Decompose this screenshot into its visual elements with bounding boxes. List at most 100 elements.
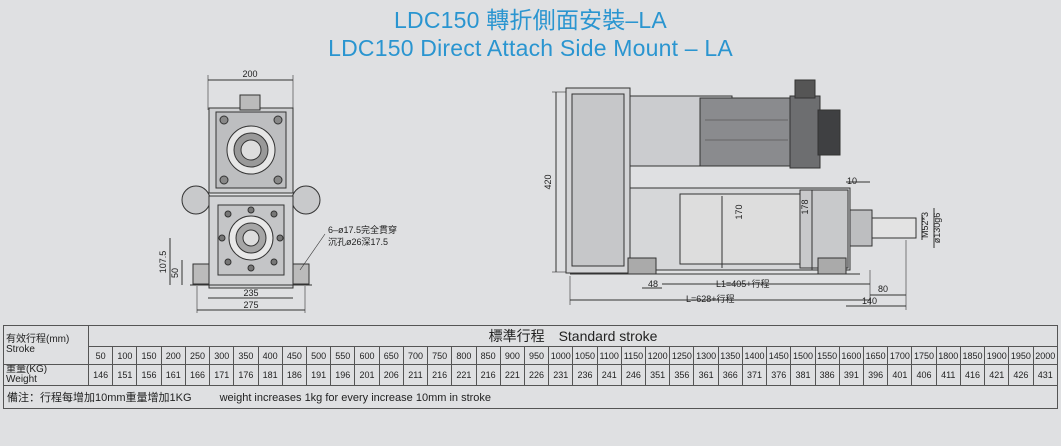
weight-cell: 381 [790,364,816,386]
weight-cell: 156 [136,364,162,386]
weight-cell: 216 [427,364,453,386]
weight-cell: 191 [305,364,332,386]
weight-cell: 196 [330,364,356,386]
dim-178: 178 [800,199,810,214]
stroke-cell: 1500 [790,346,816,365]
hole-note-1: 6–ø17.5完全貫穿 [328,224,397,235]
stroke-cell: 1000 [548,346,574,365]
dim-420: 420 [543,174,553,189]
stroke-cell: 550 [330,346,356,365]
weight-cell: 406 [911,364,937,386]
weight-cell: 151 [112,364,138,386]
weight-cell: 221 [451,364,477,386]
weight-cell: 241 [596,364,622,386]
stroke-cell: 1300 [693,346,719,365]
stroke-cell: 1050 [572,346,598,365]
stroke-cell: 800 [451,346,477,365]
title-block: LDC150 轉折側面安裝–LA LDC150 Direct Attach Si… [0,6,1061,62]
weight-cell: 426 [1008,364,1034,386]
weight-cell: 371 [741,364,768,386]
weight-cell: 161 [160,364,186,386]
weight-label-cell: 重量(KG) Weight [3,364,89,386]
stroke-cell: 150 [136,346,162,365]
stroke-label-zh: 有效行程(mm) [6,334,70,345]
weight-cell: 146 [87,364,114,386]
stroke-cell: 1450 [766,346,792,365]
weight-cell: 361 [693,364,719,386]
dim-50: 50 [170,268,180,278]
stroke-cell: 1350 [717,346,743,365]
dim-48: 48 [648,279,658,289]
stroke-cell: 1200 [645,346,671,365]
weight-cell: 171 [209,364,235,386]
weight-cell: 246 [620,364,647,386]
weight-cell: 431 [1032,364,1059,386]
weight-cell: 351 [645,364,671,386]
stroke-cell: 650 [378,346,404,365]
stroke-cell: 1900 [984,346,1010,365]
stroke-cell: 50 [87,346,114,365]
dim-10: 10 [847,176,857,186]
weight-cell: 181 [257,364,283,386]
weight-cell: 366 [717,364,743,386]
stroke-cell: 1650 [862,346,889,365]
stroke-cell: 500 [305,346,332,365]
weight-cell: 376 [766,364,792,386]
weight-label-zh: 重量(KG) [6,364,48,375]
stroke-cell: 2000 [1032,346,1059,365]
weight-cell: 206 [378,364,404,386]
end-view [169,75,326,313]
stroke-cell: 1400 [741,346,768,365]
note-en: weight increases 1kg for every increase … [219,392,492,404]
stroke-cell: 850 [475,346,501,365]
dim-130: ø130g6 [932,213,942,244]
stroke-cell: 750 [427,346,453,365]
dim-l1: L1=405+行程 [716,278,770,289]
weight-cell: 226 [523,364,550,386]
weight-cell: 416 [959,364,986,386]
weight-cell: 236 [572,364,598,386]
dim-80: 80 [878,284,888,294]
weight-cell: 421 [984,364,1010,386]
technical-drawing: 200 107.5 50 235 275 6–ø17.5完全貫穿 沉孔ø26深1… [158,69,942,313]
weight-label-en: Weight [6,374,37,385]
stroke-cell: 1100 [596,346,622,365]
dim-275: 275 [243,300,258,310]
weight-cell: 391 [838,364,865,386]
hole-note-2: 沉孔ø26深17.5 [328,237,388,247]
dim-170: 170 [734,204,744,219]
stroke-cell: 1150 [620,346,647,365]
stroke-label-en: Stroke [6,344,35,355]
dim-140: 140 [862,296,877,306]
stroke-cell: 300 [209,346,235,365]
stroke-cell: 1250 [669,346,695,365]
stroke-cell: 200 [160,346,186,365]
stroke-cell: 1700 [887,346,913,365]
weight-cell: 396 [862,364,889,386]
stroke-cell: 250 [184,346,211,365]
standard-stroke-header: 標準行程 Standard stroke [88,325,1058,347]
stroke-cell: 700 [402,346,429,365]
stroke-cell: 1550 [814,346,840,365]
weight-cell: 166 [184,364,211,386]
weight-cell: 401 [887,364,913,386]
stroke-cell: 1850 [959,346,986,365]
stroke-cell: 900 [499,346,525,365]
weight-cell: 176 [233,364,259,386]
stroke-cell: 600 [354,346,380,365]
dim-m52: M52*3 [920,212,930,238]
dim-107-5: 107.5 [158,251,168,274]
stroke-cell: 1600 [838,346,865,365]
weight-cell: 216 [475,364,501,386]
title-zh: LDC150 轉折側面安裝–LA [394,7,667,33]
stroke-cell: 950 [523,346,550,365]
weight-cell: 411 [935,364,961,386]
stroke-cell: 100 [112,346,138,365]
stroke-label-cell: 有效行程(mm) Stroke [3,325,89,365]
stroke-cell: 450 [281,346,307,365]
weight-cell: 386 [814,364,840,386]
stroke-cell: 400 [257,346,283,365]
